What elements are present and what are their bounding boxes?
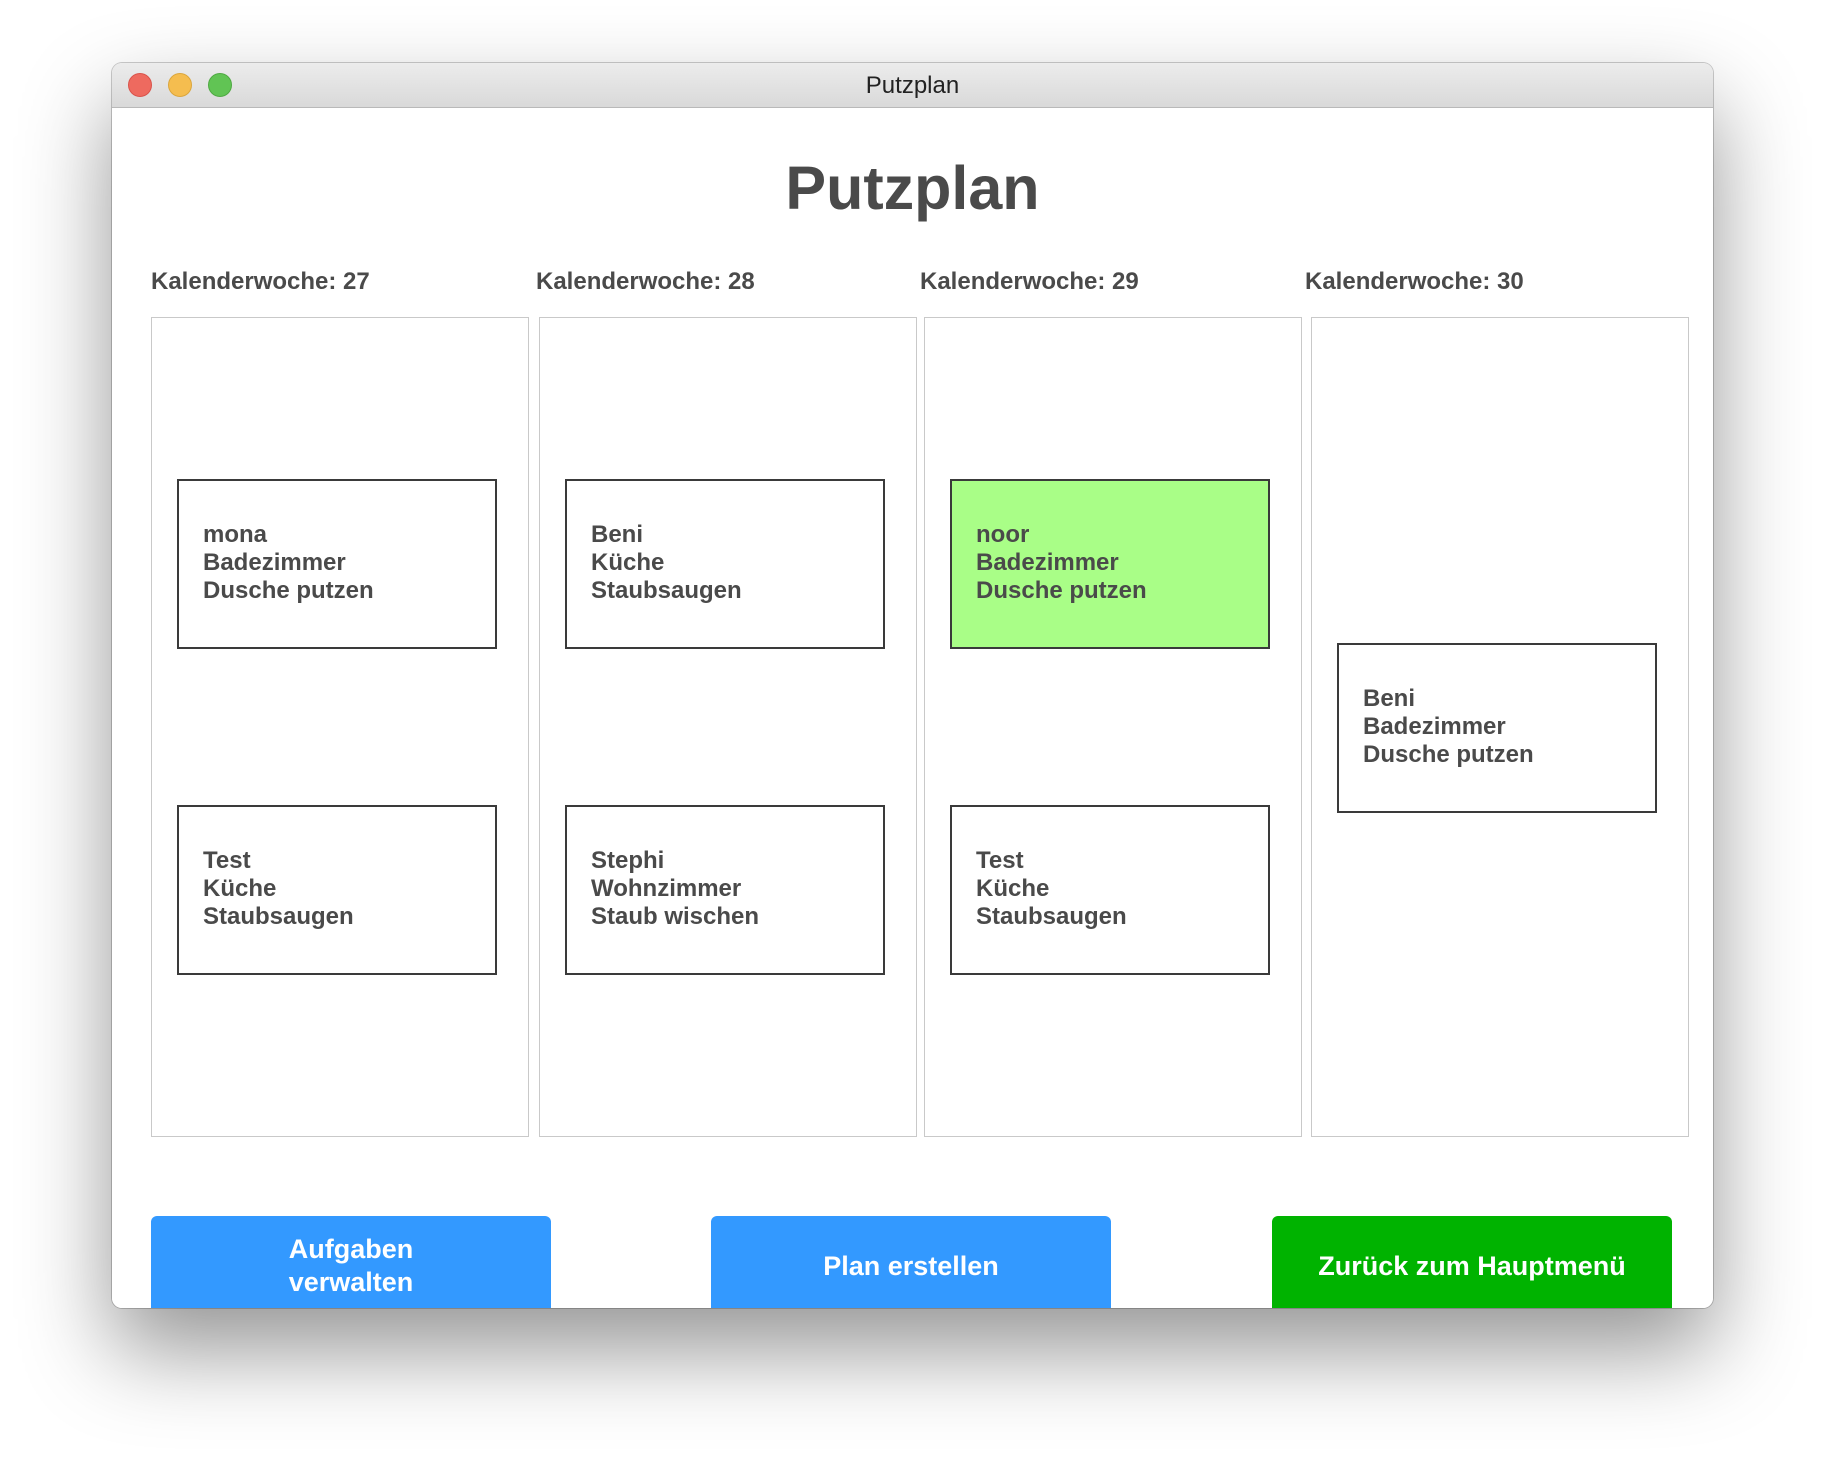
task-person: Beni [591, 521, 644, 548]
task-room: Wohnzimmer [591, 875, 742, 902]
task-card[interactable]: mona Badezimmer Dusche putzen [177, 479, 497, 649]
task-description: Staub wischen [591, 903, 760, 930]
task-description: Staubsaugen [976, 903, 1127, 930]
week-label-30: Kalenderwoche: 30 [1305, 268, 1524, 295]
week-column-27: mona Badezimmer Dusche putzen Test Küche… [151, 317, 529, 1137]
task-description: Staubsaugen [591, 577, 742, 604]
main-content: Putzplan Kalenderwoche: 27 mona Badezimm… [112, 108, 1713, 1308]
task-room: Küche [976, 875, 1050, 902]
minimize-window-button[interactable] [168, 73, 192, 97]
app-window: Putzplan Putzplan Kalenderwoche: 27 mona… [112, 63, 1713, 1308]
week-column-28: Beni Küche Staubsaugen Stephi Wohnzimmer… [539, 317, 917, 1137]
task-description: Dusche putzen [976, 577, 1147, 604]
task-card[interactable]: Test Küche Staubsaugen [950, 805, 1270, 975]
task-person: Stephi [591, 847, 665, 874]
task-room: Badezimmer [203, 549, 346, 576]
title-bar[interactable]: Putzplan [112, 63, 1713, 108]
week-column-30: Beni Badezimmer Dusche putzen [1311, 317, 1689, 1137]
create-plan-button-label: Plan erstellen [823, 1250, 999, 1281]
task-person: Test [203, 847, 251, 874]
create-plan-button[interactable]: Plan erstellen [711, 1216, 1111, 1308]
task-description: Dusche putzen [203, 577, 374, 604]
task-person: mona [203, 521, 268, 548]
task-description: Dusche putzen [1363, 741, 1534, 768]
task-description: Staubsaugen [203, 903, 354, 930]
task-person: noor [976, 521, 1030, 548]
week-label-29: Kalenderwoche: 29 [920, 268, 1139, 295]
task-room: Küche [591, 549, 665, 576]
zoom-window-button[interactable] [208, 73, 232, 97]
task-room: Küche [203, 875, 277, 902]
task-room: Badezimmer [1363, 713, 1506, 740]
task-person: Beni [1363, 685, 1416, 712]
task-card[interactable]: Beni Küche Staubsaugen [565, 479, 885, 649]
task-card[interactable]: Stephi Wohnzimmer Staub wischen [565, 805, 885, 975]
task-room: Badezimmer [976, 549, 1119, 576]
task-card[interactable]: Beni Badezimmer Dusche putzen [1337, 643, 1657, 813]
window-title: Putzplan [865, 72, 960, 99]
manage-tasks-button[interactable]: Aufgaben verwalten [151, 1216, 551, 1308]
task-card[interactable]: Test Küche Staubsaugen [177, 805, 497, 975]
back-to-menu-button[interactable]: Zurück zum Hauptmenü [1272, 1216, 1672, 1308]
task-person: Test [976, 847, 1024, 874]
close-window-button[interactable] [128, 73, 152, 97]
back-to-menu-button-label: Zurück zum Hauptmenü [1318, 1250, 1626, 1281]
task-card-highlighted[interactable]: noor Badezimmer Dusche putzen [950, 479, 1270, 649]
week-column-29: noor Badezimmer Dusche putzen Test Küche… [924, 317, 1302, 1137]
week-label-27: Kalenderwoche: 27 [151, 268, 370, 295]
page-title: Putzplan [785, 154, 1040, 222]
manage-tasks-button-label: Aufgaben verwalten [288, 1234, 414, 1297]
week-label-28: Kalenderwoche: 28 [536, 268, 755, 295]
